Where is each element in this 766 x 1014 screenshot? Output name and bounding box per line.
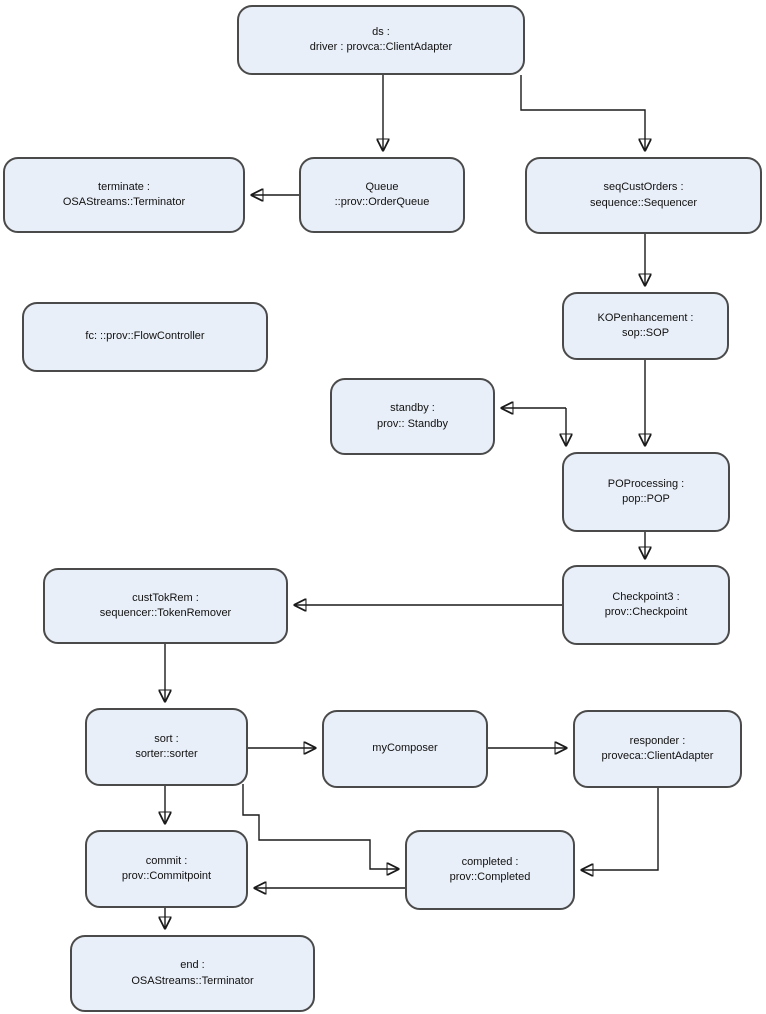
node-label: sorter::sorter (135, 748, 198, 760)
node-label: ::prov::OrderQueue (334, 196, 430, 208)
node-label: fc: ::prov::FlowController (85, 330, 205, 343)
node-ds[interactable]: ds : driver : provca::ClientAdapter (237, 5, 525, 75)
connector-sort-to-completed (242, 784, 398, 869)
node-label: Queue (365, 180, 399, 193)
node-label: sequence::Sequencer (589, 196, 698, 209)
node-completed[interactable]: completed : prov::Completed (405, 830, 575, 910)
node-label: POProcessing : (607, 477, 685, 490)
node-label: seqCustOrders : (603, 181, 684, 194)
node-responder[interactable]: responder : proveca::ClientAdapter (573, 710, 742, 788)
node-checkpoint3[interactable]: Checkpoint3 : prov::Checkpoint (562, 565, 730, 645)
node-label: prov::Completed (449, 871, 531, 883)
node-label: OSAStreams::Terminator (62, 196, 186, 208)
node-label: pop::POP (622, 493, 670, 505)
node-label: sequencer::TokenRemover (99, 607, 232, 619)
node-terminate[interactable]: terminate : OSAStreams::Terminator (3, 157, 245, 233)
node-seqcustorders[interactable]: seqCustOrders : sequence::Sequencer (525, 157, 762, 234)
connector-ds-to-seqcustorders (520, 75, 645, 150)
node-label: Checkpoint3 : (612, 590, 680, 603)
node-label: prov::Checkpoint (604, 606, 688, 618)
node-label: sort : (154, 732, 179, 745)
node-fc-flowcontroller[interactable]: fc: ::prov::FlowController (22, 302, 268, 372)
connector-responder-to-completed (582, 788, 659, 870)
node-sort[interactable]: sort : sorter::sorter (85, 708, 248, 786)
node-kopenhancement[interactable]: KOPenhancement : sop::SOP (562, 292, 729, 360)
node-label: proveca::ClientAdapter (601, 750, 714, 762)
node-label: sop::SOP (621, 327, 670, 339)
node-label: OSAStreams::Terminator (131, 974, 254, 987)
node-label: responder : (629, 734, 686, 747)
node-label: custTokRem : (132, 591, 199, 604)
node-label: driver : provca::ClientAdapter (309, 41, 453, 53)
node-standby[interactable]: standby : prov:: Standby (330, 378, 495, 455)
node-label: prov::Commitpoint (121, 870, 212, 882)
node-commit[interactable]: commit : prov::Commitpoint (85, 830, 248, 908)
node-label: prov:: Standby (377, 417, 448, 430)
node-end[interactable]: end : OSAStreams::Terminator (70, 935, 315, 1012)
node-label: standby : (390, 402, 435, 415)
node-label: ds : (372, 25, 390, 38)
node-label: commit : (145, 854, 188, 867)
node-label: end : (180, 959, 205, 972)
node-mycomposer[interactable]: myComposer (322, 710, 488, 788)
node-queue[interactable]: Queue ::prov::OrderQueue (299, 157, 465, 233)
node-label: KOPenhancement : (597, 311, 694, 324)
node-custtokrem[interactable]: custTokRem : sequencer::TokenRemover (43, 568, 288, 644)
node-label: terminate : (98, 180, 150, 193)
node-label: completed : (461, 855, 519, 868)
node-poprocessing[interactable]: POProcessing : pop::POP (562, 452, 730, 532)
node-label: myComposer (372, 742, 438, 755)
